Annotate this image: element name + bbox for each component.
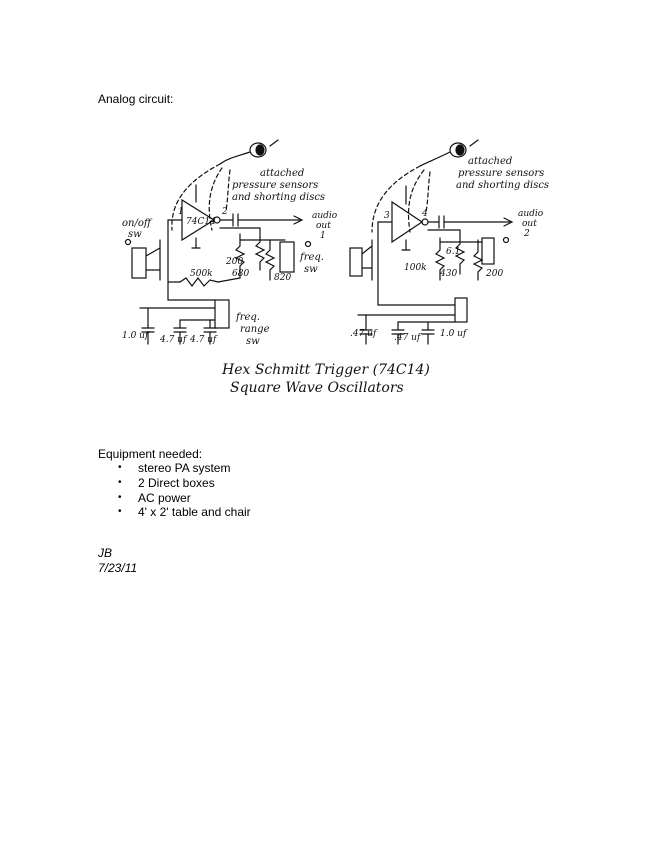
left-range-sw-2: range (240, 324, 270, 335)
circuit-schematic-drawing: attached pressure sensors and shorting d… (110, 130, 580, 400)
left-res-b: 820 (274, 273, 291, 283)
pressure-sensor-icon-left (219, 139, 279, 165)
left-onoff-sw: sw (128, 229, 142, 240)
section-heading-analog-circuit: Analog circuit: (98, 92, 174, 106)
list-item: •AC power (118, 490, 191, 505)
left-cap-2: 4.7 uf (159, 335, 188, 345)
list-item: •stereo PA system (118, 461, 231, 475)
right-sensor-note-1: attached (468, 156, 512, 167)
right-audio-out-3: 2 (523, 229, 530, 239)
left-audio-out-1: audio (312, 211, 338, 221)
oscillator-right (349, 139, 514, 345)
oscillator-left (124, 139, 312, 345)
bullet-icon: • (118, 491, 122, 503)
schematic-caption-1: Hex Schmitt Trigger (74C14) (221, 362, 430, 378)
right-res-a: 430 (439, 269, 457, 279)
left-sensor-note-2: pressure sensors (232, 180, 318, 191)
left-chip-label: 74C14 (186, 217, 216, 227)
left-res-c: 200 (225, 257, 243, 267)
left-cap-1: 1.0 uf (122, 331, 150, 341)
right-cap-2: .47 uf (394, 333, 422, 343)
right-cap-3: 1.0 uf (440, 329, 468, 339)
left-pin-in: 1 (178, 207, 184, 217)
signature-date: 7/23/11 (98, 561, 138, 575)
right-pot-label: 100k (404, 263, 427, 273)
bullet-icon: • (118, 506, 122, 518)
right-audio-out-2: out (522, 219, 537, 229)
schematic-caption-2: Square Wave Oscillators (230, 380, 404, 396)
left-range-sw-3: sw (246, 336, 260, 347)
signature-initials: JB (98, 546, 113, 560)
right-audio-out-1: audio (518, 209, 544, 219)
bullet-icon: • (118, 462, 122, 473)
left-pin-out: 2 (221, 207, 228, 217)
left-sensor-note-3: and shorting discs (232, 192, 325, 203)
list-item: •4' x 2' table and chair (118, 505, 251, 520)
equipment-list: •stereo PA system •2 Direct boxes •AC po… (98, 461, 251, 520)
left-res-a: 680 (232, 269, 249, 279)
right-pin-out: 4 (421, 209, 428, 219)
pressure-sensor-icon-right (419, 139, 479, 167)
list-item: •2 Direct boxes (118, 475, 215, 490)
right-pin-in: 3 (384, 211, 390, 221)
left-pot-label: 500k (190, 269, 213, 279)
left-freq-sw-2: sw (304, 264, 318, 275)
right-sensor-note-3: and shorting discs (456, 180, 549, 191)
left-freq-sw-1: freq. (299, 252, 324, 263)
right-sensor-note-2: pressure sensors (458, 168, 544, 179)
left-cap-3: 4.7 uf (189, 335, 218, 345)
right-res-c: 6.1 (446, 247, 460, 257)
right-cap-1: .47 uf (350, 329, 378, 339)
left-range-sw-1: freq. (235, 312, 260, 323)
left-onoff-label: on/off (122, 218, 153, 229)
left-sensor-note-1: attached (260, 168, 304, 179)
left-audio-out-2: out (316, 221, 331, 231)
equipment-heading: Equipment needed: (98, 447, 203, 461)
right-res-b: 200 (485, 269, 503, 279)
bullet-icon: • (118, 476, 122, 488)
left-audio-out-3: 1 (320, 231, 326, 241)
